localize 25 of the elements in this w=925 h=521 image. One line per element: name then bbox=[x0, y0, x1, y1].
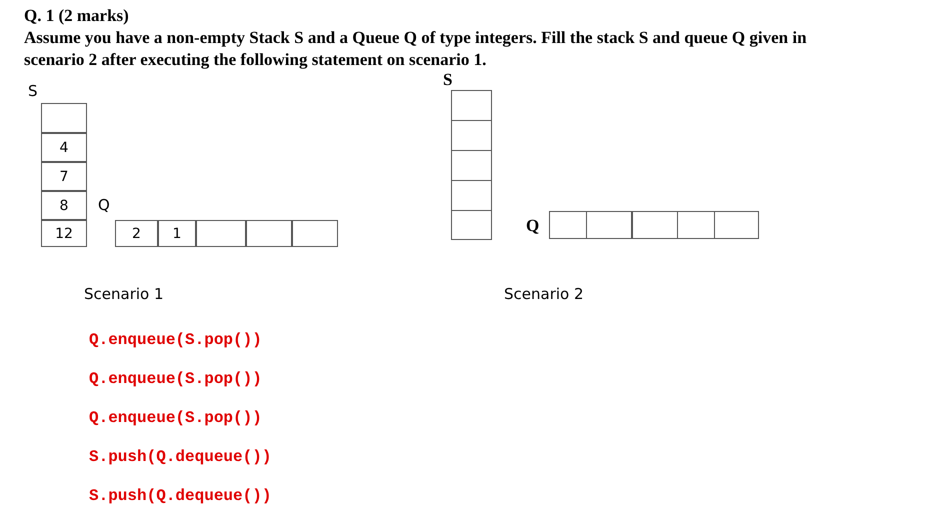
value-cell: 1 bbox=[158, 220, 196, 247]
question-heading: Q. 1 (2 marks) bbox=[24, 6, 129, 26]
stack-label: S bbox=[28, 82, 38, 100]
code-line: S.push(Q.dequeue()) bbox=[89, 448, 272, 466]
value-cell: 12 bbox=[41, 220, 87, 247]
scenario-caption: Scenario 2 bbox=[504, 285, 584, 303]
code-line: Q.enqueue(S.pop()) bbox=[89, 409, 262, 427]
queue-label: Q bbox=[526, 216, 540, 236]
code-line: Q.enqueue(S.pop()) bbox=[89, 331, 262, 349]
code-line: S.push(Q.dequeue()) bbox=[89, 487, 272, 505]
empty-cell bbox=[41, 103, 87, 133]
empty-cell bbox=[451, 210, 492, 240]
empty-cell bbox=[451, 180, 492, 211]
scenario-caption: Scenario 1 bbox=[84, 285, 164, 303]
value-cell: 4 bbox=[41, 133, 87, 162]
code-line: Q.enqueue(S.pop()) bbox=[89, 370, 262, 388]
queue-label: Q bbox=[98, 196, 110, 214]
value-cell: 8 bbox=[41, 191, 87, 220]
stack-label: S bbox=[443, 70, 452, 90]
value-cell: 7 bbox=[41, 162, 87, 191]
empty-cell bbox=[451, 120, 492, 151]
empty-cell bbox=[451, 150, 492, 181]
empty-cell bbox=[451, 90, 492, 121]
value-cell: 2 bbox=[115, 220, 158, 247]
question-text: Assume you have a non-empty Stack S and a Queue Q of type integers. Fill the stack S and queue Q given in scenario 2 after executing the following statement on scenario 1. bbox=[24, 27, 808, 71]
